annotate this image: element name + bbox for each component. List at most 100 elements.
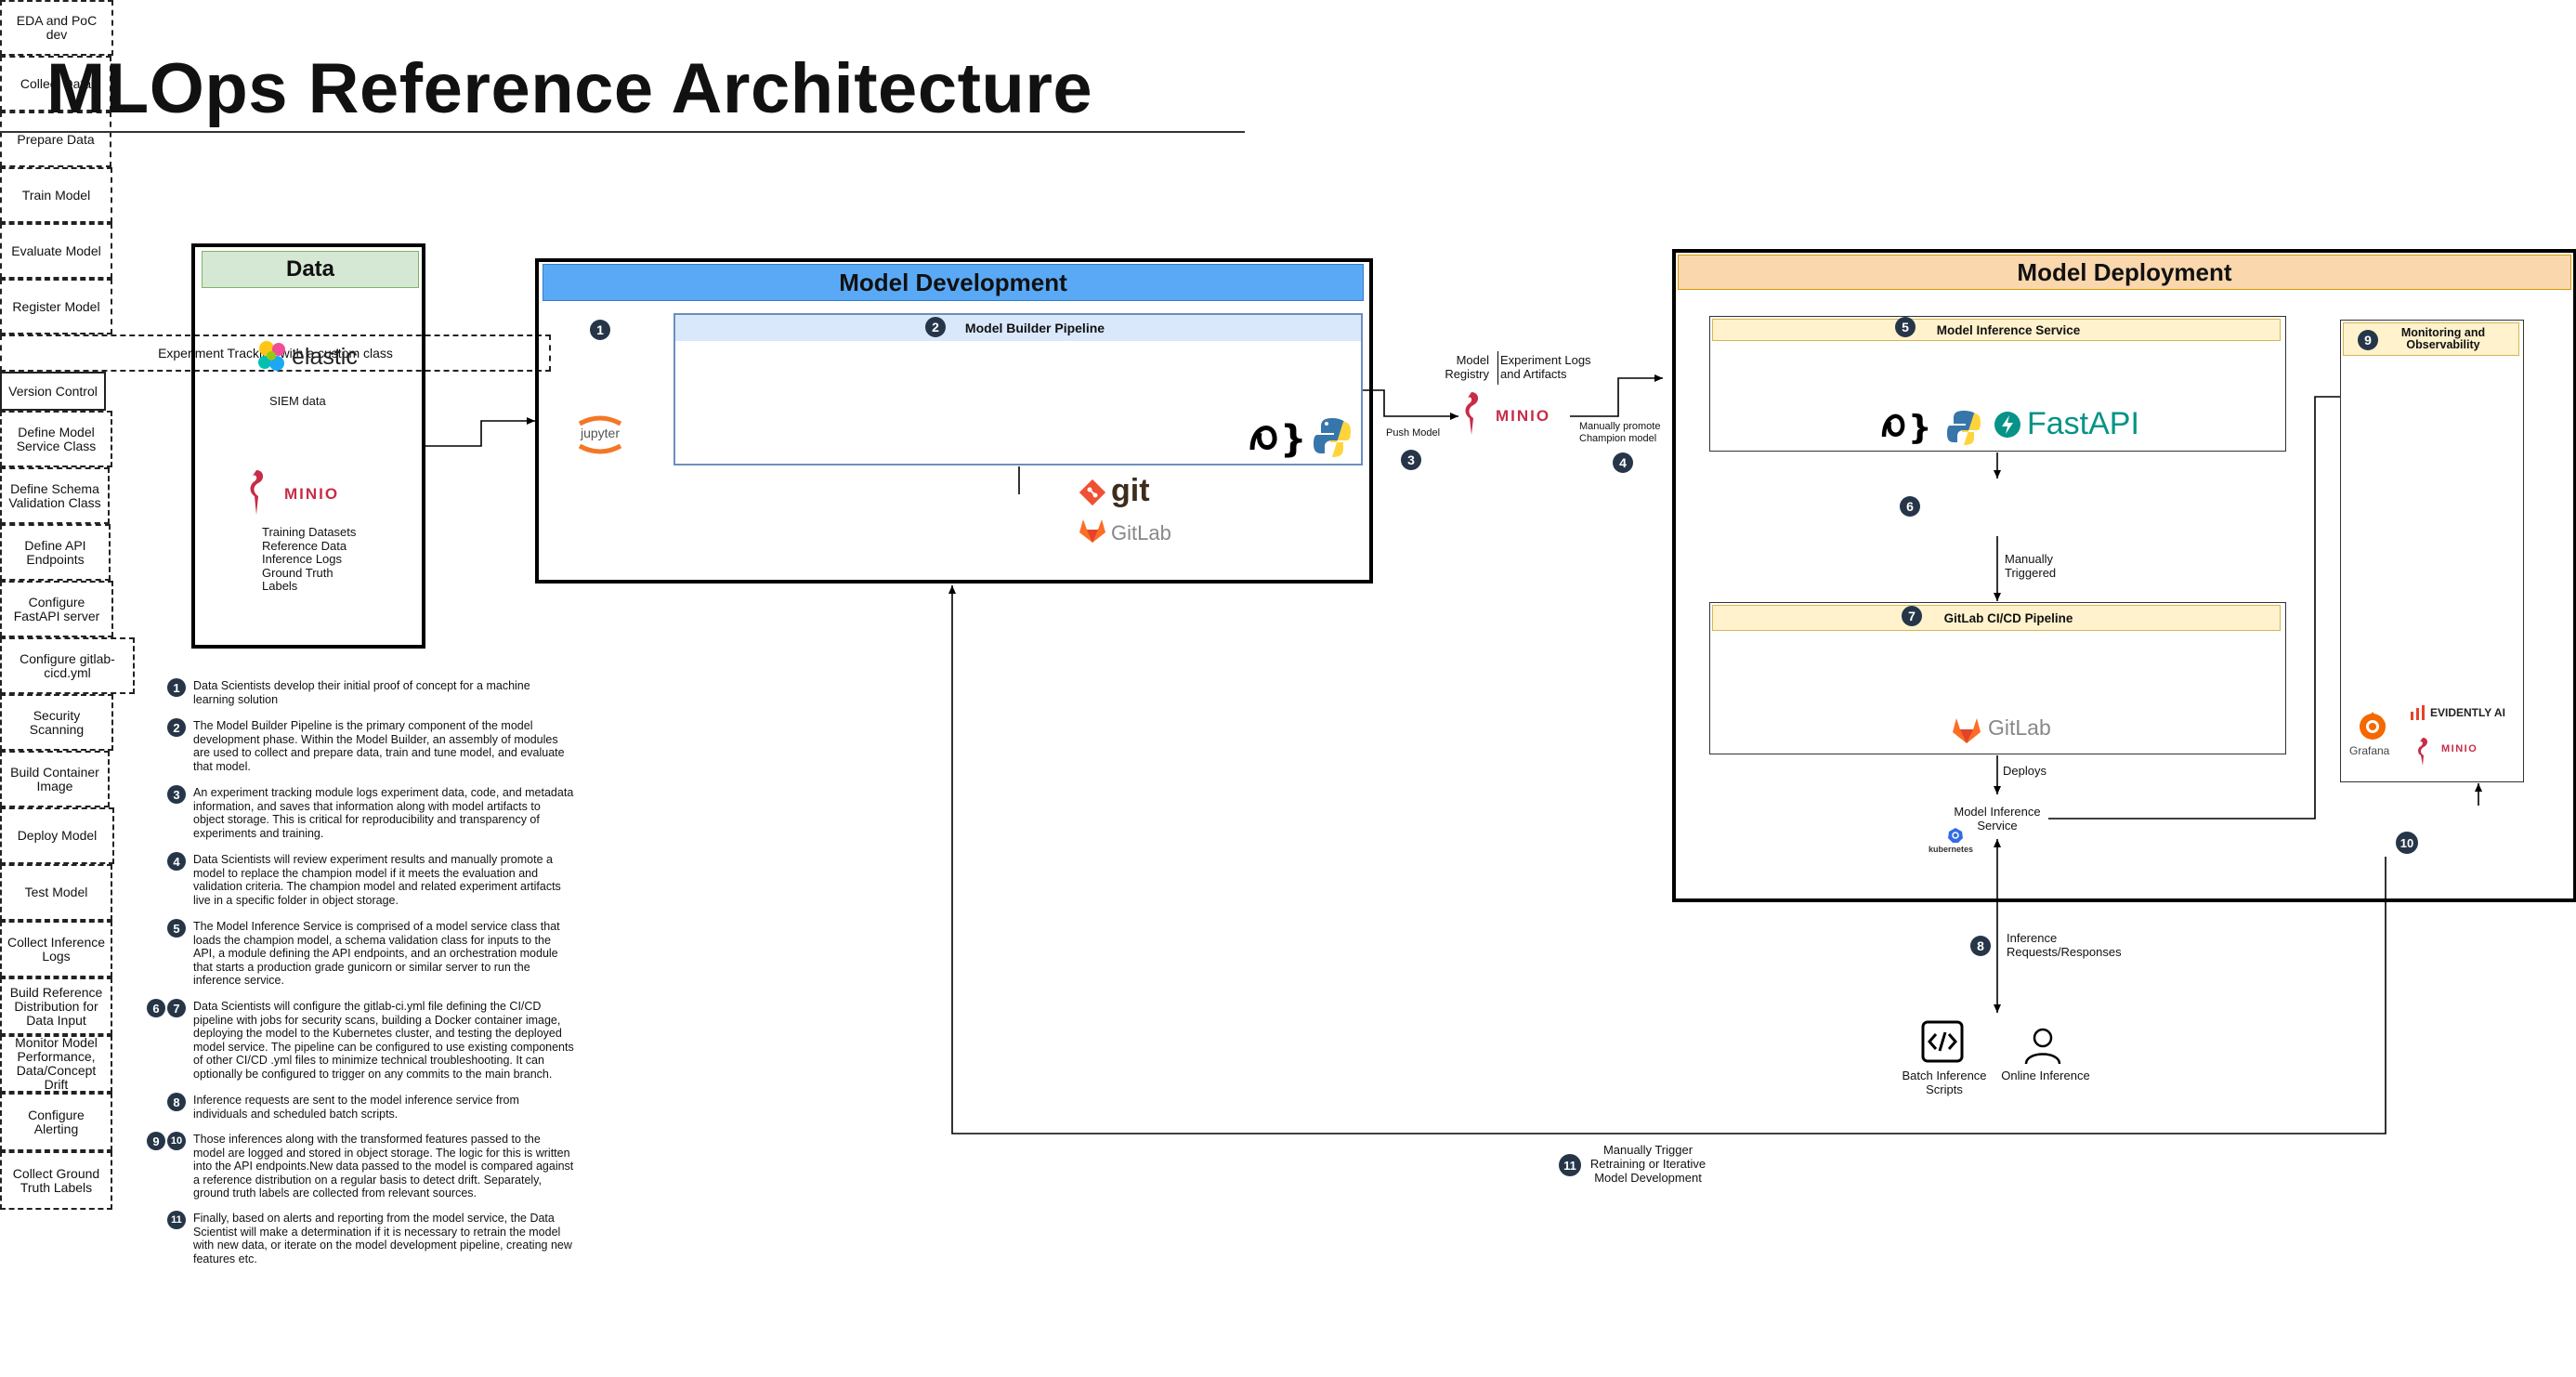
monitoring-step-alerting[interactable]: Configure Alerting — [0, 1093, 112, 1151]
pipeline-step-collect[interactable]: Collect Data — [0, 56, 111, 111]
note-text: Data Scientists will configure the gitla… — [193, 1000, 574, 1081]
step-marker-5: 5 — [1895, 317, 1916, 337]
cicd-step-build[interactable]: Build Container Image — [0, 751, 110, 807]
code-file-icon[interactable] — [1920, 1019, 1965, 1064]
registry-minio-label: MINIO — [1496, 407, 1551, 425]
cicd-step-deploy[interactable]: Deploy Model — [0, 807, 114, 864]
monitoring-step-drift[interactable]: Monitor Model Performance, Data/Concept … — [0, 1035, 112, 1093]
pipeline-step-register[interactable]: Register Model — [0, 279, 112, 334]
svg-text:}: } — [1280, 418, 1306, 459]
step-marker-11: 11 — [1559, 1154, 1581, 1176]
page-title: MLOps Reference Architecture — [46, 49, 1093, 128]
note-text: The Model Inference Service is comprised… — [193, 920, 560, 987]
step-marker-1: 1 — [590, 320, 610, 340]
step-marker-10: 10 — [2396, 832, 2418, 854]
cicd-step-security[interactable]: Security Scanning — [0, 694, 113, 751]
grafana-icon — [2360, 712, 2386, 740]
monitoring-step-reference[interactable]: Build Reference Distribution for Data In… — [0, 977, 112, 1035]
note-marker: 2 — [167, 718, 186, 737]
service-step-model-class[interactable]: Define Model Service Class — [0, 411, 112, 467]
note-markers: 3 — [167, 785, 186, 804]
cicd-header-label: GitLab CI/CD Pipeline — [1943, 610, 2073, 625]
data-panel-header: Data — [202, 251, 419, 288]
pipeline-step-evaluate[interactable]: Evaluate Model — [0, 223, 112, 279]
minio-caption-line: Training Datasets — [262, 525, 357, 539]
manually-triggered-label: Manually Triggered — [2005, 552, 2057, 580]
registry-divider — [1497, 351, 1498, 385]
promote-label: Manually promote Champion model — [1579, 421, 1661, 444]
model-development-panel: Model Development — [535, 258, 1373, 584]
service-step-fastapi[interactable]: Configure FastAPI server — [0, 581, 113, 637]
cicd-header: GitLab CI/CD Pipeline — [1712, 605, 2281, 631]
minio-caption-line: Inference Logs — [262, 552, 343, 566]
evidently-label: EVIDENTLY AI — [2430, 706, 2505, 719]
git-icon — [1079, 479, 1106, 506]
minio-caption: Training Datasets Reference Data Inferen… — [262, 525, 357, 594]
data-panel: Data elastic SIEM data MINIO Training Da… — [191, 243, 425, 649]
push-model-arrow — [1353, 389, 1458, 420]
jupyter-icon: jupyter — [574, 414, 626, 455]
step-marker-4: 4 — [1613, 452, 1633, 473]
experiment-logs-label: Experiment Logs and Artifacts — [1500, 353, 1591, 381]
title-divider — [0, 131, 1245, 133]
note-text: The Model Builder Pipeline is the primar… — [193, 719, 565, 773]
minio-flamingo-icon — [2418, 738, 2428, 766]
note-text: Data Scientists will review experiment r… — [193, 853, 561, 907]
note-marker: 1 — [167, 678, 186, 697]
note-markers: 4 — [167, 852, 186, 871]
minio-caption-line: Ground Truth — [262, 565, 333, 580]
evidently-icon — [2411, 705, 2425, 720]
pipeline-step-train[interactable]: Train Model — [0, 167, 112, 223]
inference-requests-label: Inference Requests/Responses — [2007, 931, 2122, 959]
push-model-label: Push Model — [1386, 427, 1441, 439]
step-marker-6: 6 — [1900, 496, 1920, 517]
cicd-step-test[interactable]: Test Model — [0, 864, 112, 921]
gitlab-label: GitLab — [1111, 521, 1171, 544]
online-inference-label: Online Inference — [2001, 1069, 2090, 1082]
monitoring-header-label: Monitoring and Observability — [2400, 326, 2486, 351]
user-icon[interactable] — [2023, 1027, 2062, 1066]
siem-caption: SIEM data — [269, 394, 326, 408]
note-text: Inference requests are sent to the model… — [193, 1094, 519, 1121]
pipeline-header-label: Model Builder Pipeline — [964, 321, 1105, 335]
python-icon — [1314, 418, 1351, 457]
model-registry-label: Model Registry — [1445, 353, 1489, 381]
note-marker: 6 — [147, 999, 165, 1017]
note-text: An experiment tracking module logs exper… — [193, 786, 574, 840]
git-label: git — [1111, 473, 1150, 508]
svg-text:}: } — [1908, 409, 1932, 446]
cicd-gitlab-label: GitLab — [1988, 715, 2051, 740]
service-step-api[interactable]: Define API Endpoints — [0, 524, 111, 581]
minio-flamingo-icon — [250, 470, 264, 515]
minio-caption-line: Reference Data — [262, 538, 347, 553]
pipeline-step-prepare[interactable]: Prepare Data — [0, 111, 111, 167]
gitlab-icon — [1079, 519, 1105, 543]
note-marker: 8 — [167, 1093, 186, 1111]
step-marker-9: 9 — [2358, 330, 2378, 350]
service-step-schema[interactable]: Define Schema Validation Class — [0, 467, 110, 524]
gitlab-cicd-pipeline-panel: GitLab CI/CD Pipeline — [1709, 602, 2286, 754]
retrain-arrow — [948, 585, 2386, 1134]
fastapi-label: FastAPI — [2027, 406, 2139, 441]
inference-service-header-label: Model Inference Service — [1936, 322, 2081, 337]
eda-poc-box[interactable]: EDA and PoC dev — [0, 0, 113, 56]
promote-arrow — [1570, 374, 1663, 417]
model-inference-service-panel: Model Inference Service — [1709, 316, 2286, 452]
gitlab-cicd-config-box[interactable]: Configure gitlab-cicd.yml — [0, 637, 135, 694]
monitoring-step-collect-logs[interactable]: Collect Inference Logs — [0, 921, 112, 977]
model-inference-service-node[interactable]: Model Inference Service — [1954, 805, 2041, 833]
model-development-header: Model Development — [543, 264, 1364, 301]
ground-truth-box[interactable]: Collect Ground Truth Labels — [0, 1151, 112, 1210]
inference-service-header: Model Inference Service — [1712, 319, 2281, 341]
minio-flamingo-icon — [1465, 392, 1479, 435]
note-text: Those inferences along with the transfor… — [193, 1133, 574, 1200]
note-marker: 11 — [167, 1211, 186, 1229]
minio-label: MINIO — [284, 485, 340, 503]
note-markers: 11 — [167, 1211, 186, 1229]
batch-inference-label: Batch Inference Scripts — [1902, 1069, 1987, 1096]
code-braces-icon: } — [1249, 418, 1306, 459]
step-marker-3: 3 — [1401, 450, 1421, 470]
version-control-box[interactable]: Version Control — [0, 372, 106, 411]
pipeline-header: Model Builder Pipeline — [675, 315, 1361, 341]
